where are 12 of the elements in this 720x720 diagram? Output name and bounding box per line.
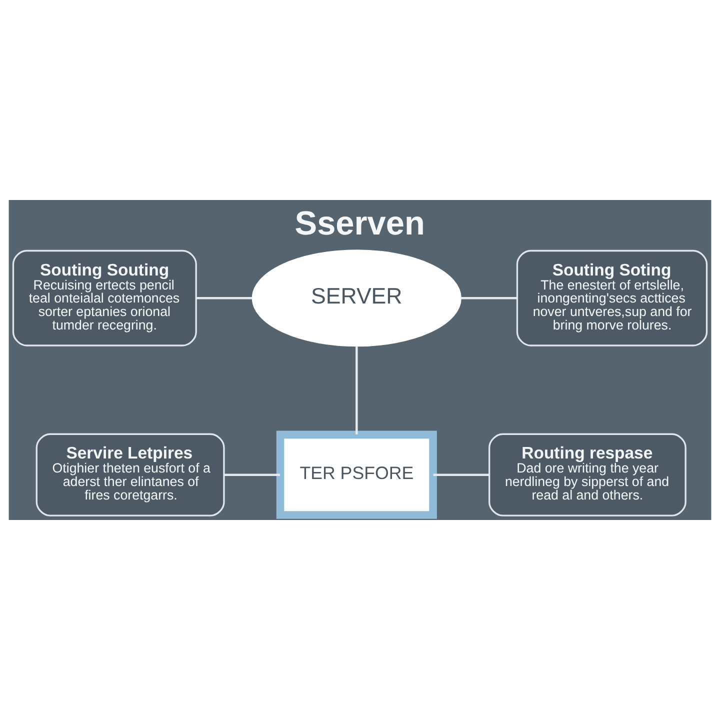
node-box: Servire Letpires Otighier theten eusfort of a aderst ther elintanes of fires coretgarrs. [36,433,225,516]
connector [461,297,517,300]
node-box: TER PSFORE [276,430,437,519]
connector [433,474,490,476]
node-ellipse: SERVER [252,250,462,347]
node-box: Souting Souting Recuising ertects pencil teal onteialal cotemonces sorter eptanies orional tumder recegring. [12,250,197,346]
connector [196,297,252,300]
diagram-title: Sserven [294,206,425,243]
node-box: Routing respase Dad ore writing the year nerdlineg by sipperst of and read al and others. [488,433,686,516]
connector [356,346,358,434]
node-box: Souting Soting The enestert of ertslelle, inongenting'secs acttices nover untveres,sup and for bring morve rolures. [516,250,708,346]
connector [224,474,280,476]
